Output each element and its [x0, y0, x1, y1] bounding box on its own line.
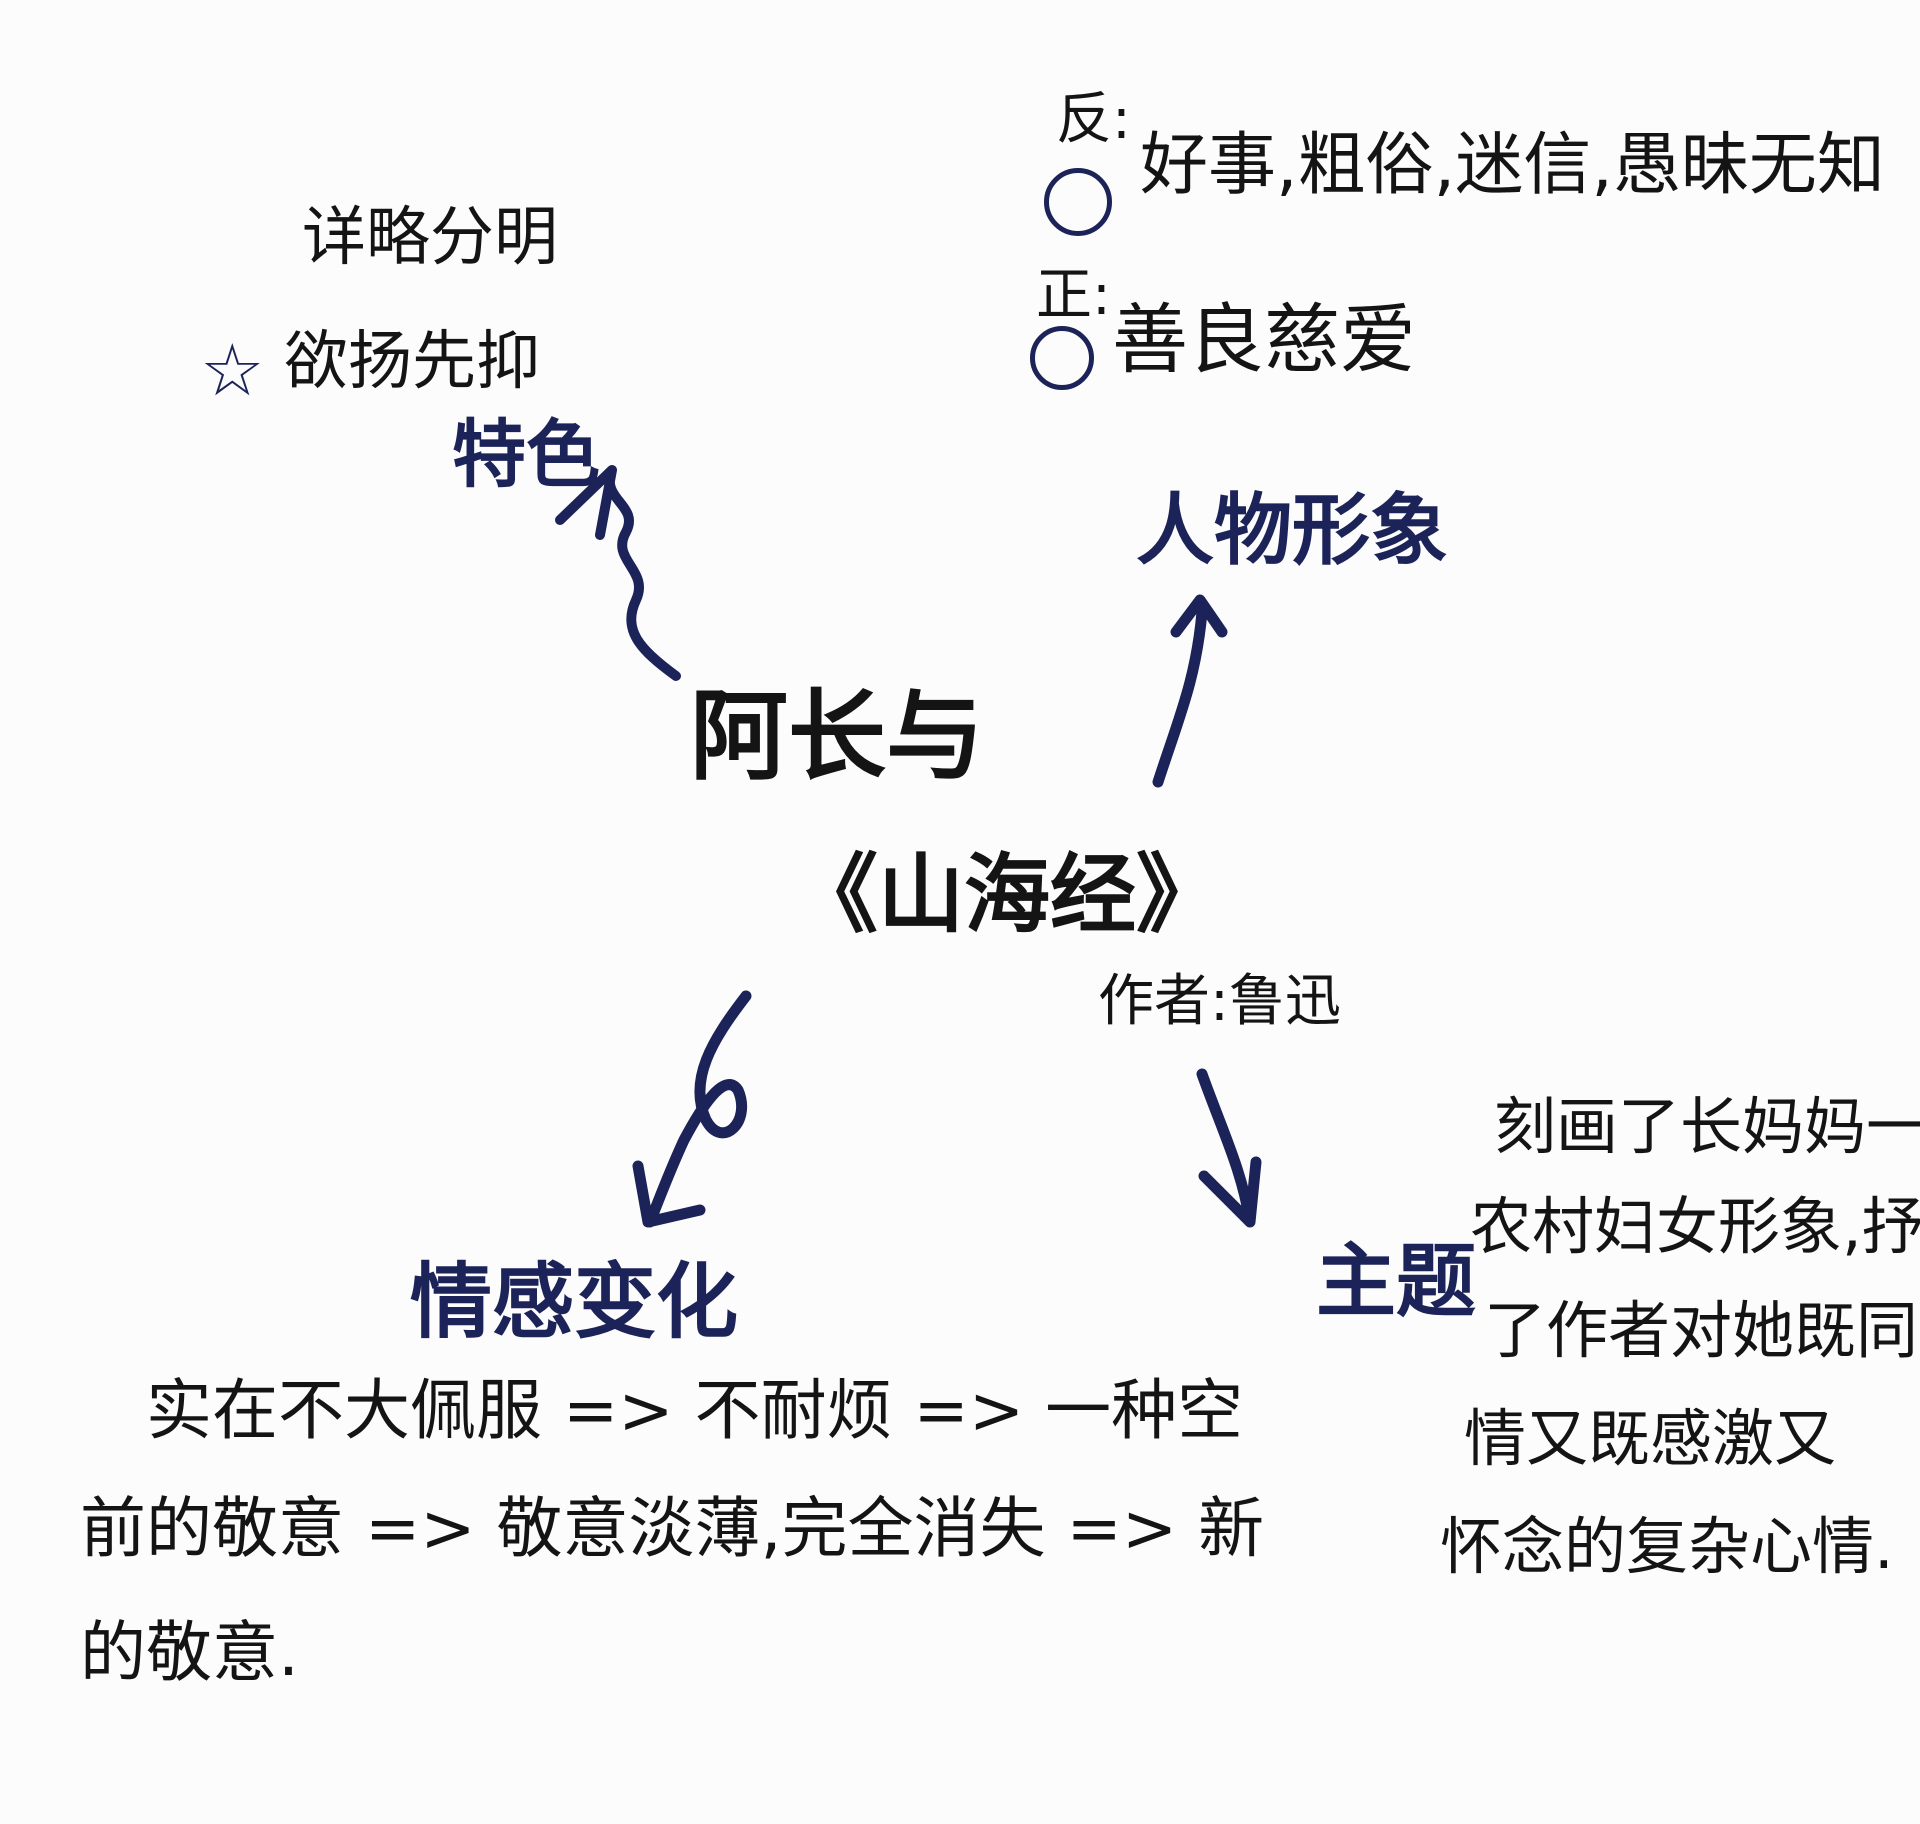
emotion-line-3: 的敬意. — [80, 1614, 299, 1691]
emotion-line-1: 实在不大佩服 => 不耐烦 => 一种空 — [146, 1372, 1244, 1449]
feature-item-contrast: 欲扬先抑 — [284, 325, 540, 399]
positive-label: 正: — [1036, 263, 1111, 328]
theme-heading: 主题 — [1316, 1235, 1476, 1328]
theme-line-2: 农村妇女形象,抒发 — [1470, 1190, 1920, 1263]
arrow-to-theme — [1196, 1068, 1262, 1228]
star-icon: ☆ — [200, 328, 265, 412]
emotion-heading: 情感变化 — [410, 1255, 739, 1350]
negative-traits: 好事,粗俗,迷信,愚昧无知 — [1140, 126, 1885, 205]
arrow-to-features — [555, 465, 681, 681]
circle-icon-negative — [1044, 168, 1112, 236]
arrow-to-character — [1152, 594, 1228, 788]
circle-icon-positive — [1030, 326, 1094, 390]
negative-label: 反: — [1056, 87, 1131, 152]
theme-line-5: 怀念的复杂心情. — [1440, 1510, 1894, 1583]
arrow-to-emotion — [632, 990, 752, 1228]
positive-traits: 善良慈爱 — [1112, 295, 1416, 384]
center-title-line1: 阿长与 — [690, 680, 985, 794]
center-title-line2: 《山海经》 — [792, 845, 1222, 945]
author-label: 作者:鲁迅 — [1098, 969, 1341, 1034]
theme-line-1: 刻画了长妈妈一 — [1494, 1090, 1920, 1163]
features-heading: 特色 — [452, 412, 600, 498]
theme-line-4: 情又既感激又 — [1464, 1402, 1837, 1475]
feature-item-detail: 详略分明 — [302, 201, 558, 275]
emotion-line-2: 前的敬意 => 敬意淡薄,完全消失 => 新 — [80, 1490, 1265, 1567]
theme-line-3: 了作者对她既同 — [1484, 1294, 1919, 1367]
character-heading: 人物形象 — [1136, 486, 1449, 576]
